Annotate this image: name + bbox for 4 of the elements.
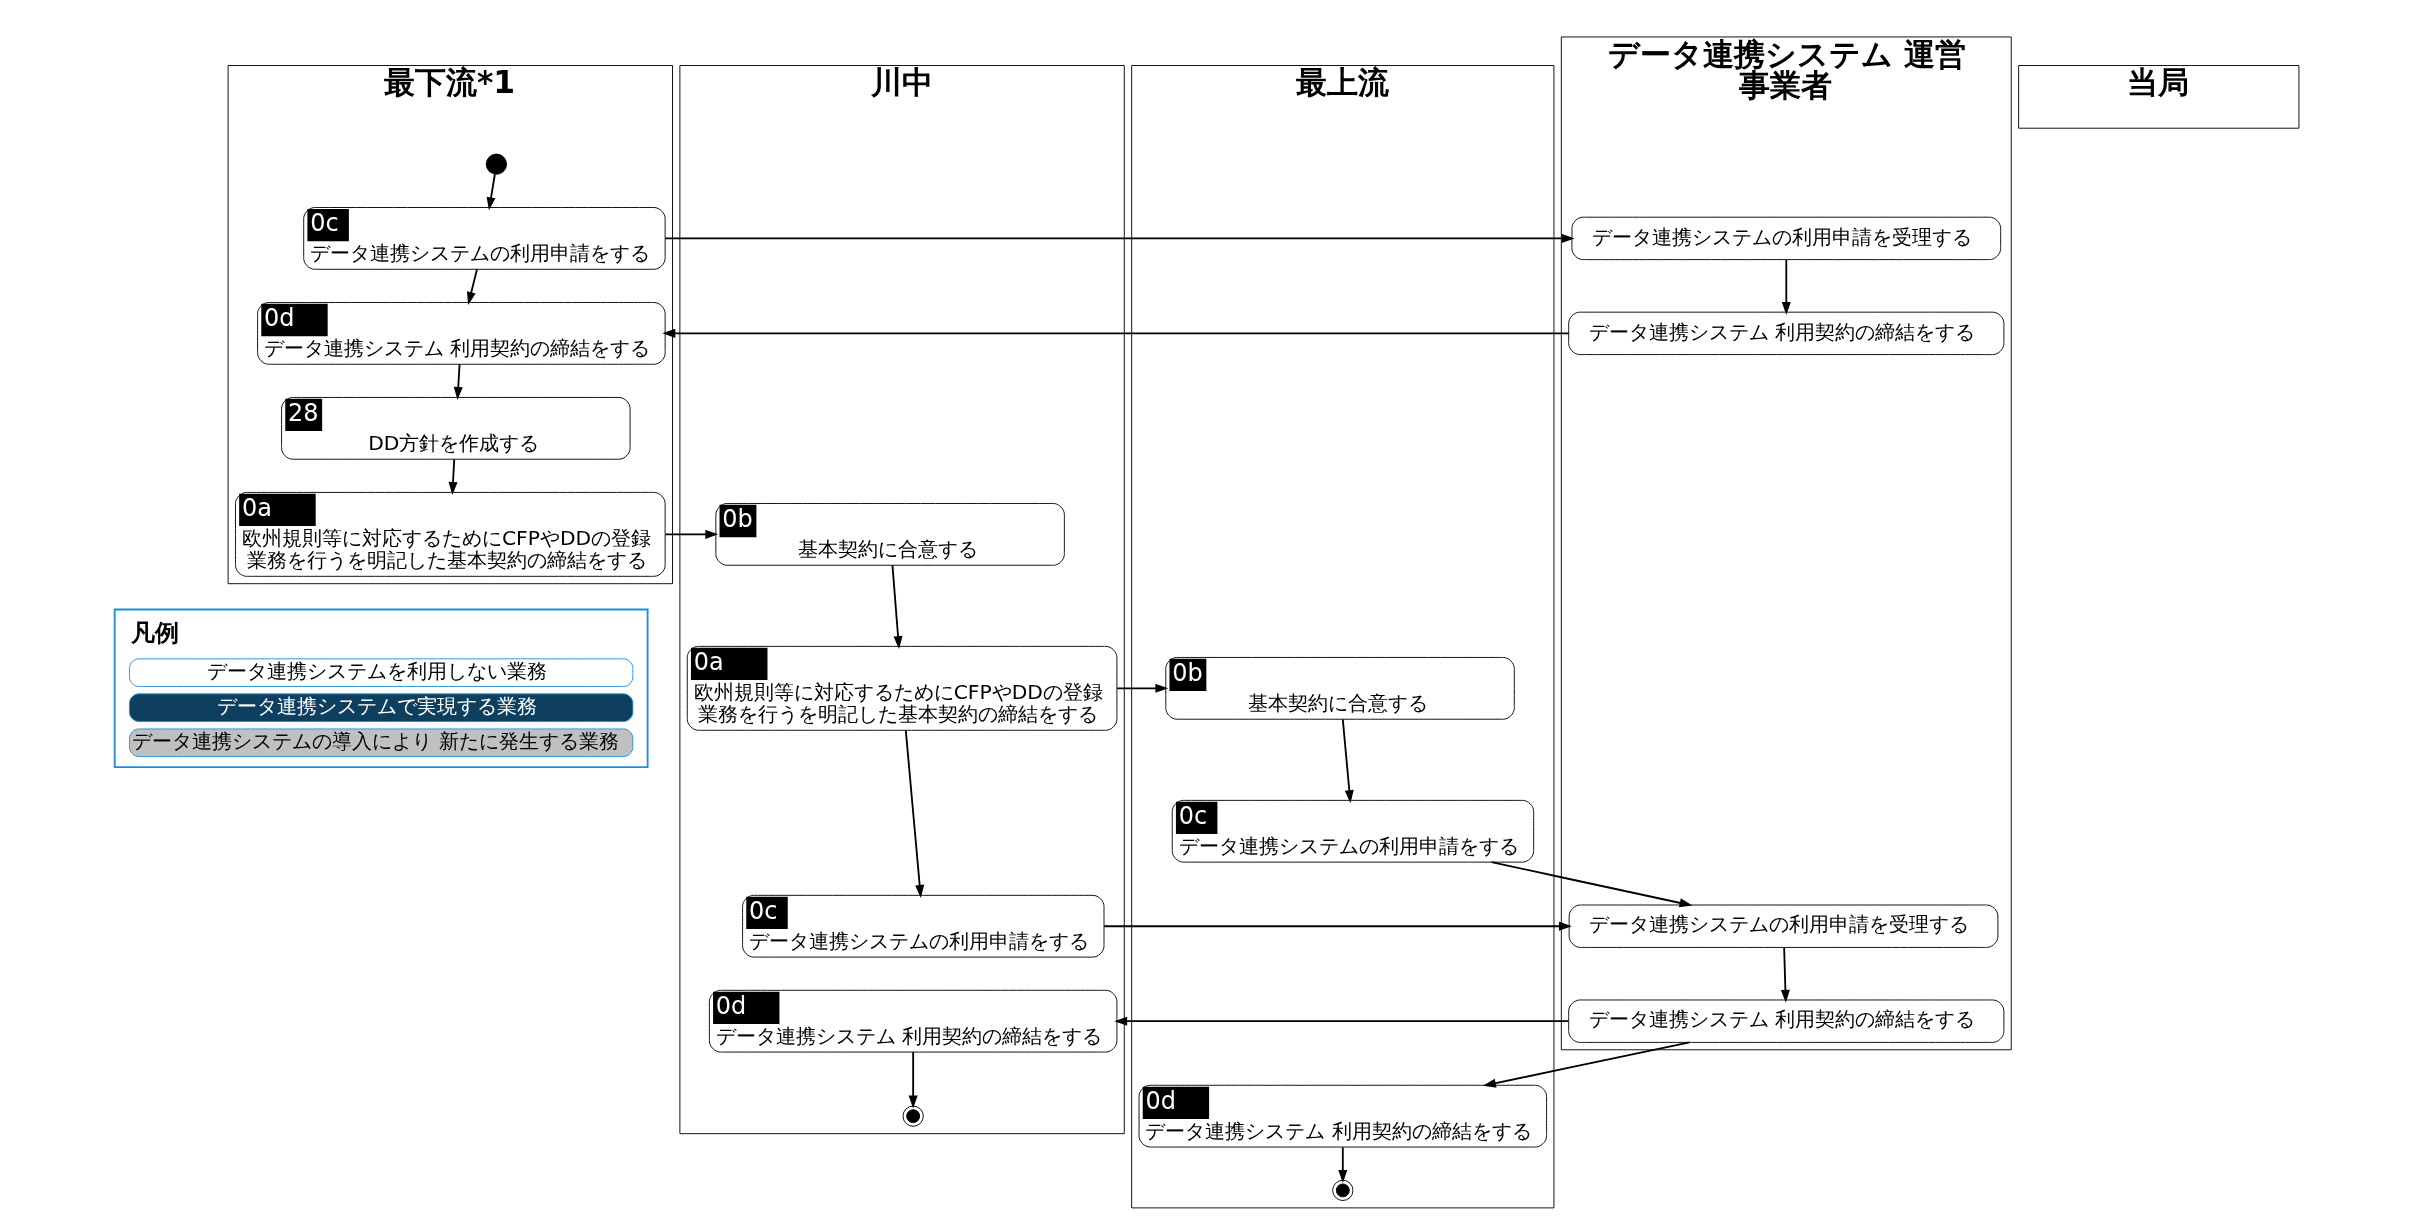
legend-label: データ連携システムで実現する業務 [216,693,537,718]
legend-label: データ連携システムの導入により 新たに発生する業務 [131,728,619,753]
legend-label: データ連携システムを利用しない業務 [206,658,547,683]
label: 凡例 [130,619,179,648]
